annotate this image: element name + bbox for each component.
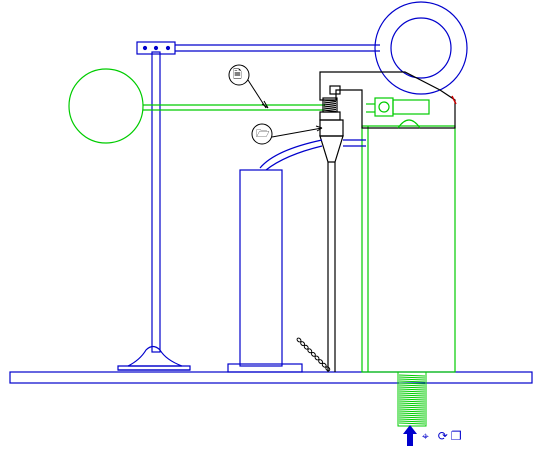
callout-folder [251,123,273,145]
pin-icon: ⌖ [422,428,429,443]
legend-arrow [403,425,417,446]
clamp-accent [451,95,457,105]
left-stand [117,51,191,371]
window-icon: ❐ [450,429,462,443]
latch [366,97,430,129]
nozzle-assembly [319,97,344,372]
chain [296,337,331,372]
legend-icons: ⌖ ⟳ ❐ [422,428,462,444]
threaded-screw [397,371,427,427]
reel-wheel [374,1,468,95]
callout-leaders [247,79,323,138]
folder-icon: 🗁 [256,127,270,140]
document-icon: 🗎 [233,68,242,81]
refresh-icon: ⟳ [437,429,448,443]
main-housing [361,125,456,373]
column [227,169,303,373]
callout-document [228,64,250,86]
base-plate [9,371,533,384]
feed-tubes [259,139,366,171]
top-arm [136,41,380,55]
clamp-head [319,71,456,129]
balance-weight [68,68,325,144]
